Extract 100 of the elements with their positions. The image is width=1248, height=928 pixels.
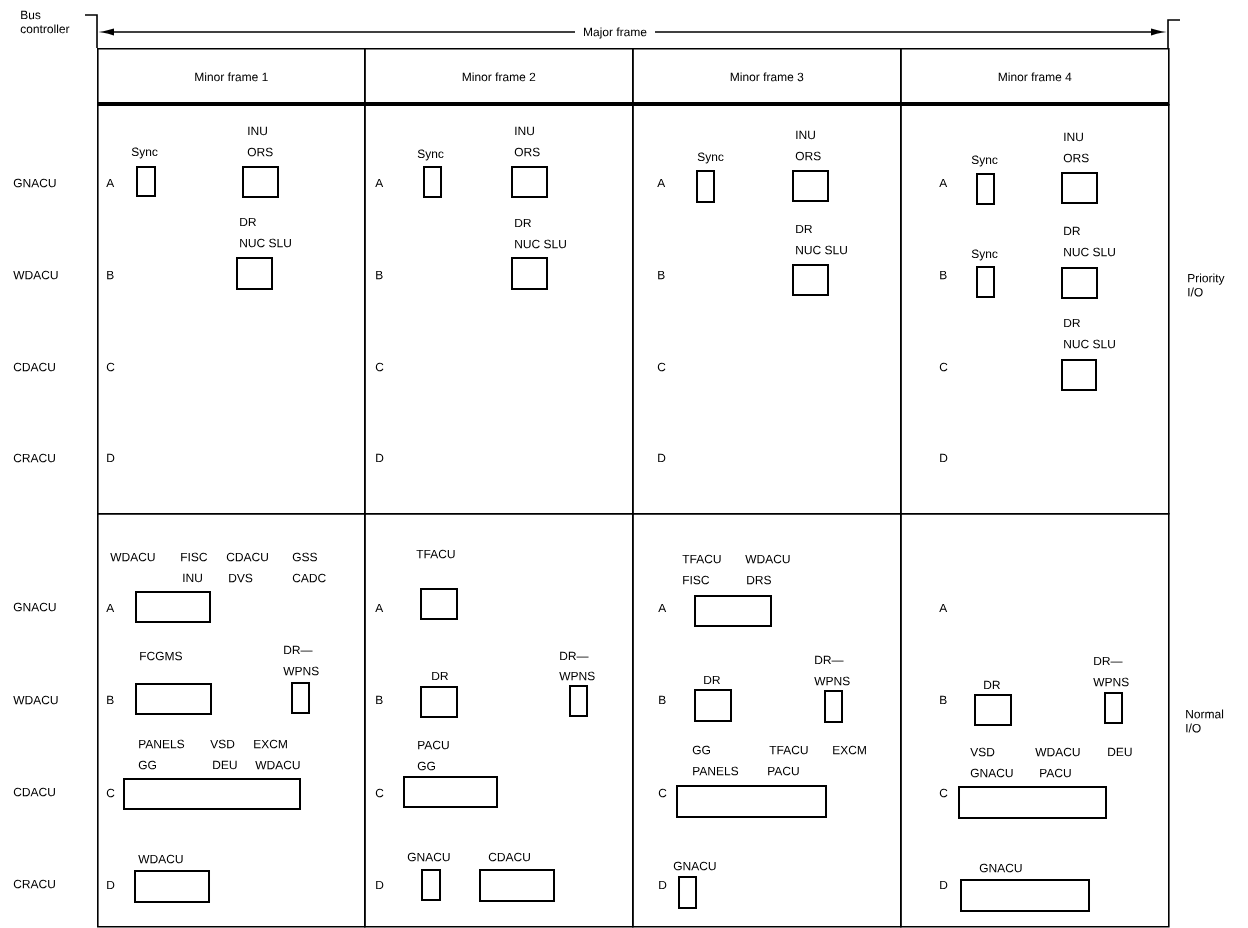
slot-label: PACU xyxy=(768,766,799,776)
row-letter: D xyxy=(658,453,666,463)
slot-label: NUC SLU xyxy=(1064,339,1115,349)
slot-label: NUC SLU xyxy=(796,245,847,255)
slot-label: NUC SLU xyxy=(1064,247,1115,257)
row-letter: D xyxy=(376,453,384,463)
slot-label: GNACU xyxy=(407,852,450,862)
row-letter: D xyxy=(107,880,115,890)
frame-label: Major frame xyxy=(575,26,655,40)
row-letter: A xyxy=(375,178,384,188)
row-label: GNACU xyxy=(13,602,56,612)
slot-label: Sync xyxy=(697,152,724,164)
slot-label: ORS xyxy=(1063,153,1089,163)
header-cell: Minor frame 1 xyxy=(97,48,366,106)
slot-label: INU xyxy=(183,573,202,583)
slot-label: GSS xyxy=(292,552,317,562)
row-letter: D xyxy=(940,453,948,463)
slot-label: GG xyxy=(138,760,156,770)
row-label: CRACU xyxy=(13,879,55,889)
row-letter: C xyxy=(375,788,384,798)
slot-label: NUC SLU xyxy=(240,238,291,248)
slot-label: GNACU xyxy=(673,861,716,871)
slot-label: CADC xyxy=(292,573,326,583)
row-label: WDACU xyxy=(13,695,58,705)
slot-label: DR xyxy=(515,218,531,228)
slot-label: NUC SLU xyxy=(515,239,566,249)
slot-label: INU xyxy=(1064,132,1083,142)
slot-label: Sync xyxy=(971,249,998,261)
slot-label: FISC xyxy=(181,552,208,562)
slot-label: DR xyxy=(432,671,448,681)
slot-label: DR— xyxy=(1094,656,1123,666)
row-letter: A xyxy=(658,603,667,613)
row-letter: A xyxy=(939,603,948,613)
slot-label: WDACU xyxy=(110,552,155,562)
slot-label: DR— xyxy=(284,645,313,655)
row-label: GNACU xyxy=(13,178,56,188)
slot-label: DR xyxy=(1064,318,1080,328)
slot-label: PANELS xyxy=(139,739,185,749)
slot-label: TFACU xyxy=(682,554,721,564)
slot-label: ORS xyxy=(247,147,273,157)
row-letter: C xyxy=(106,788,115,798)
slot-label: DRS xyxy=(747,575,771,585)
header-cell: Minor frame 2 xyxy=(364,48,634,106)
slot-label: WDACU xyxy=(255,760,300,770)
slot-label: WPNS xyxy=(283,666,319,676)
row-letter: A xyxy=(375,603,384,613)
slot-label: CDACU xyxy=(488,852,530,862)
slot-label: CDACU xyxy=(226,552,268,562)
slot-label: WDACU xyxy=(745,554,790,564)
row-letter: B xyxy=(659,695,666,705)
slot-label: PACU xyxy=(418,740,449,750)
slot-label: DR xyxy=(704,675,720,685)
row-letter: B xyxy=(658,270,665,280)
row-letter: B xyxy=(107,695,114,705)
row-letter: D xyxy=(659,880,667,890)
section-label: Priority I/O xyxy=(1188,273,1225,297)
row-letter: C xyxy=(939,362,948,372)
header-cell: Minor frame 4 xyxy=(900,48,1170,106)
controller-label: Bus controller xyxy=(20,10,70,34)
slot-label: DR xyxy=(1064,226,1080,236)
slot-label: GNACU xyxy=(979,863,1022,873)
row-letter: C xyxy=(106,362,115,372)
row-letter: D xyxy=(107,453,115,463)
slot-label: GG xyxy=(417,761,435,771)
row-letter: D xyxy=(376,880,384,890)
slot-label: VSD xyxy=(970,747,995,757)
slot-label: DEU xyxy=(213,760,237,770)
row-label: WDACU xyxy=(13,270,58,280)
slot-label: DR— xyxy=(560,651,589,661)
slot-label: GNACU xyxy=(970,768,1013,778)
slot-label: WPNS xyxy=(814,676,850,686)
row-letter: A xyxy=(106,178,115,188)
section-label: Normal I/O xyxy=(1186,709,1224,733)
row-label: CDACU xyxy=(13,362,55,372)
slot-label: Sync xyxy=(131,147,158,159)
slot-label: DVS xyxy=(229,573,253,583)
slot-label: PANELS xyxy=(693,766,739,776)
slot-label: FISC xyxy=(683,575,710,585)
slot-label: DR xyxy=(984,680,1000,690)
slot-label: GG xyxy=(692,745,710,755)
slot-label: VSD xyxy=(210,739,235,749)
slot-label: WDACU xyxy=(1035,747,1080,757)
row-letter: A xyxy=(657,178,666,188)
slot-label: ORS xyxy=(514,147,540,157)
slot-label: WPNS xyxy=(1093,677,1129,687)
slot-label: WPNS xyxy=(559,671,595,681)
slot-label: ORS xyxy=(795,151,821,161)
slot-label: WDACU xyxy=(138,854,183,864)
slot-label: TFACU xyxy=(769,745,808,755)
row-letter: B xyxy=(107,270,114,280)
row-letter: B xyxy=(376,695,383,705)
row-letter: D xyxy=(940,880,948,890)
slot-label: INU xyxy=(248,126,267,136)
header-cell: Minor frame 3 xyxy=(632,48,902,106)
slot-label: DR— xyxy=(815,655,844,665)
row-letter: A xyxy=(939,178,948,188)
slot-label: EXCM xyxy=(254,739,287,749)
row-letter: C xyxy=(939,788,948,798)
row-letter: B xyxy=(940,695,947,705)
slot-label: Sync xyxy=(417,149,444,161)
